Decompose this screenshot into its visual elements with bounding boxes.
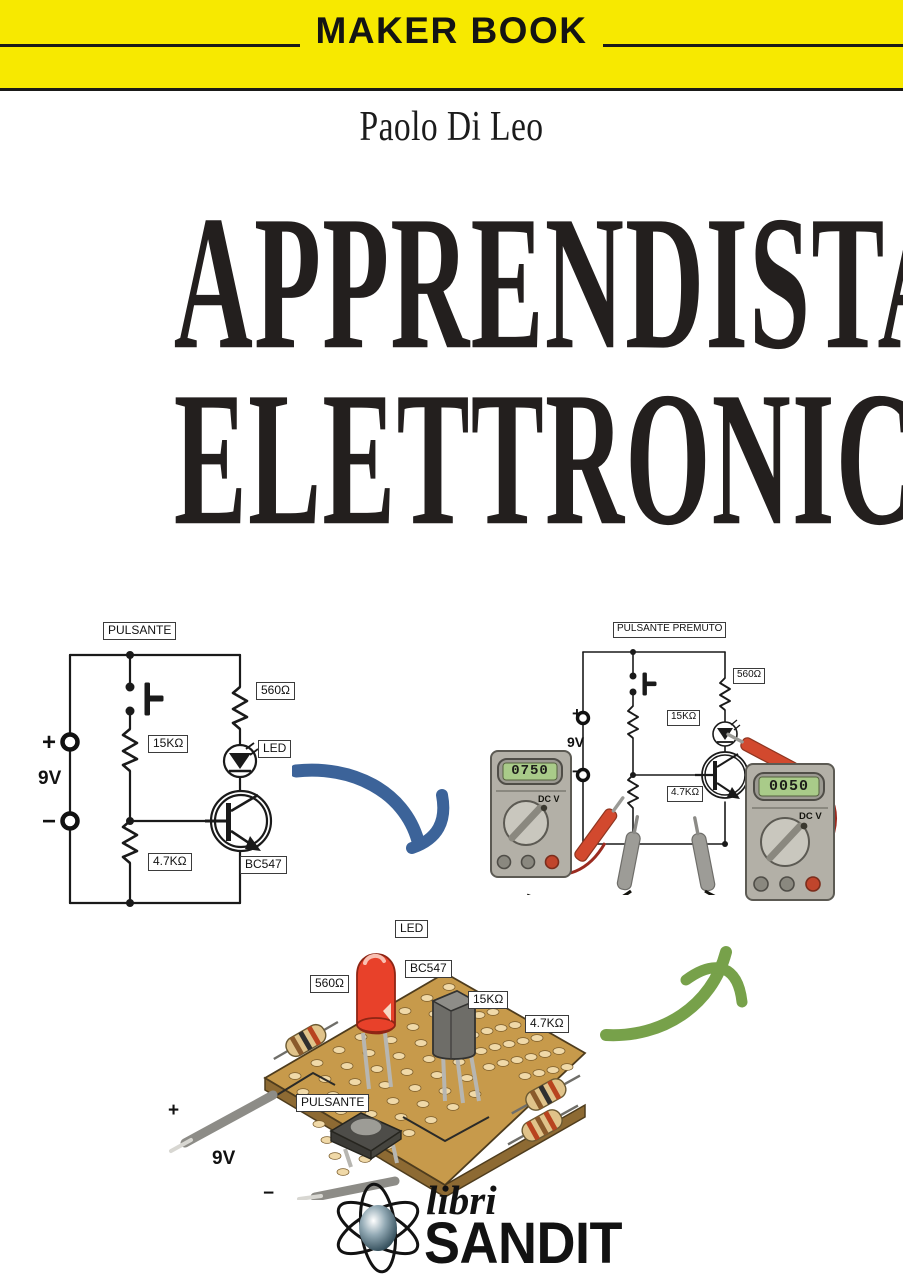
label-bc547-board: BC547 <box>405 960 452 978</box>
label-pulsante-premuto: PULSANTE PREMUTO <box>613 622 727 638</box>
multimeter-left-reading: 0750 <box>511 763 549 779</box>
transistor-component <box>431 990 481 1104</box>
label-minus-board: − <box>263 1183 275 1204</box>
label-4k7-board: 4.7KΩ <box>525 1015 569 1033</box>
green-arrow-icon <box>600 946 748 1042</box>
junction-dots <box>126 651 134 907</box>
battery-lead-negative <box>297 1176 400 1200</box>
cover-illustration: PULSANTE 560Ω 15KΩ LED 4.7KΩ BC547 + − 9… <box>0 600 903 1204</box>
terminal-positive-right <box>575 710 591 726</box>
label-minus-right: − <box>572 762 582 781</box>
terminal-negative <box>60 811 80 831</box>
multimeter-right-mode: DC V <box>799 811 822 822</box>
resistor-15k-symbol-right <box>627 705 639 739</box>
label-560-board: 560Ω <box>310 975 349 993</box>
label-plus-board: + <box>168 1100 180 1121</box>
banner-title: MAKER BOOK <box>0 10 903 51</box>
publisher-name-line-2: SANDIT <box>424 1211 623 1276</box>
resistor-15k-component <box>511 1074 581 1115</box>
label-bc547-left: BC547 <box>240 856 287 874</box>
multimeter-left-mode: DC V <box>538 794 560 804</box>
label-560-left: 560Ω <box>256 682 295 700</box>
schematic-left <box>60 651 273 907</box>
blue-arrow-icon <box>292 763 450 854</box>
label-9v-board: 9V <box>212 1148 236 1169</box>
multimeter-right-reading: 0050 <box>768 778 809 795</box>
pushbutton-symbol <box>125 682 164 716</box>
label-560-right: 560Ω <box>733 668 766 684</box>
label-15k-left: 15KΩ <box>148 735 189 753</box>
maker-book-banner: MAKER BOOK <box>0 0 903 91</box>
multimeter-left: 0750 DC V <box>490 750 572 878</box>
resistor-560-symbol-right <box>719 677 731 711</box>
book-title-line-1: APPRENDISTA <box>173 175 903 390</box>
resistor-4k7-symbol <box>121 820 139 864</box>
resistor-560-symbol <box>231 686 249 730</box>
label-9v-right: 9V <box>567 734 585 750</box>
pushbutton-component <box>329 1112 403 1168</box>
label-9v-left: 9V <box>38 768 62 789</box>
banner-title-text: MAKER BOOK <box>299 10 604 51</box>
label-4k7-right: 4.7KΩ <box>667 786 704 802</box>
resistor-560-component <box>273 1020 339 1061</box>
publisher-logo: libri SANDIT <box>330 1177 623 1278</box>
pushbutton-symbol-right <box>629 672 657 696</box>
label-plus-left: + <box>42 729 57 756</box>
battery-lead-positive <box>169 1090 278 1153</box>
publisher-name-line-1: libri <box>426 1177 497 1223</box>
label-led-board: LED <box>395 920 429 938</box>
atom-icon <box>336 1182 420 1274</box>
led-component <box>356 953 396 1090</box>
resistor-4k7-component <box>507 1104 579 1146</box>
label-15k-board: 15KΩ <box>468 991 509 1009</box>
author-name: Paolo Di Leo <box>359 104 544 150</box>
led-symbol <box>222 742 259 779</box>
label-15k-right: 15KΩ <box>667 710 701 726</box>
terminal-negative-right <box>575 767 591 783</box>
label-led-left: LED <box>258 740 292 758</box>
label-4k7-left: 4.7KΩ <box>148 853 192 871</box>
book-title-line-2: ELETTRONICO <box>173 351 903 566</box>
led-symbol-right <box>712 719 741 747</box>
label-minus-left: − <box>42 808 57 835</box>
transistor-symbol <box>205 789 273 853</box>
terminal-positive <box>60 732 80 752</box>
label-pulsante-left: PULSANTE <box>103 622 177 640</box>
multimeter-right: 0050 DC V <box>745 763 835 901</box>
label-pulsante-board: PULSANTE <box>296 1094 370 1112</box>
resistor-4k7-symbol-right <box>627 774 639 809</box>
resistor-15k-symbol <box>121 728 139 772</box>
label-plus-right: + <box>572 704 582 723</box>
